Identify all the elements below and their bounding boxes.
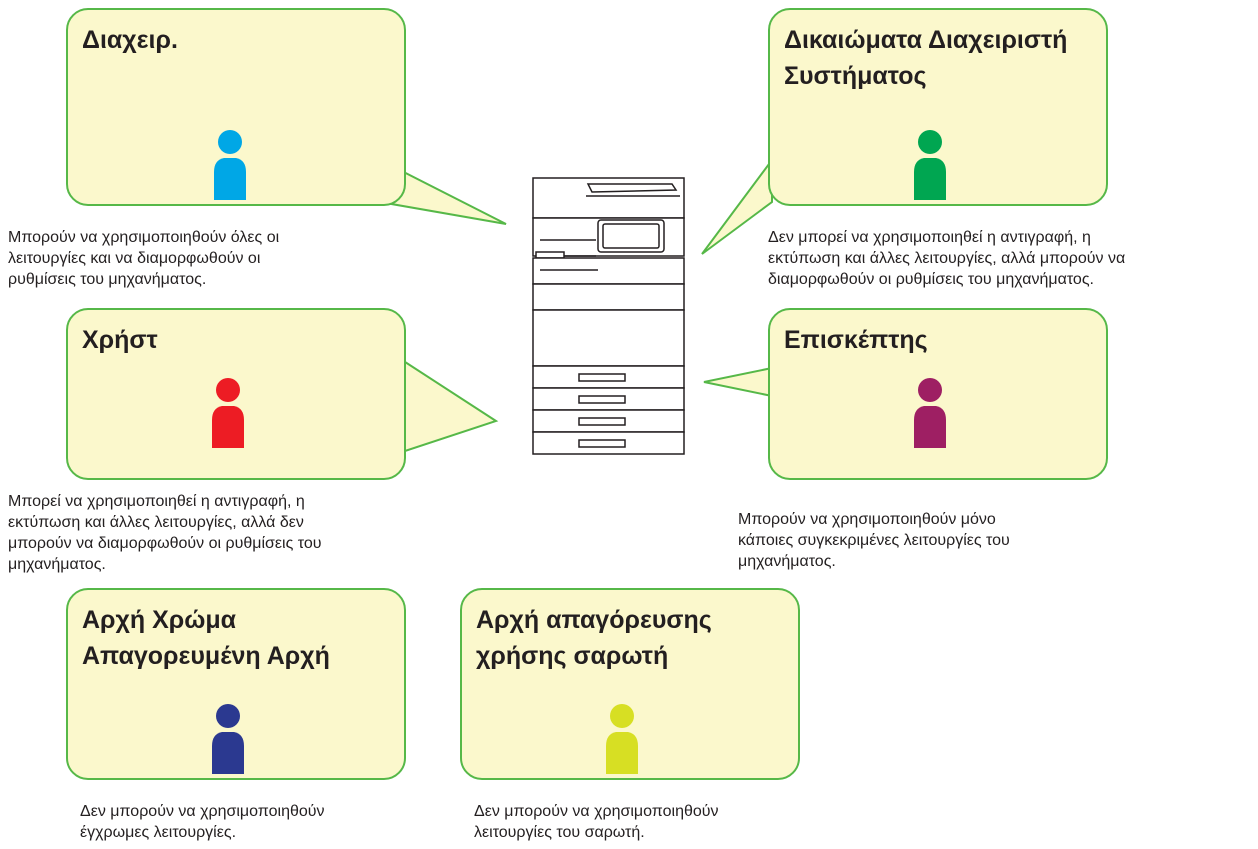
admin-role-description: Μπορούν να χρησιμοποιηθούν όλες οι λειτο…	[8, 229, 280, 288]
system-admin-callout-tail	[701, 156, 773, 255]
user-role-box: Χρήστ	[66, 308, 406, 480]
system-admin-role-description: Δεν μπορεί να χρησιμοποιηθεί η αντιγραφή…	[768, 229, 1126, 288]
scan-prohibited-person-icon	[606, 704, 638, 774]
color-prohibited-role-title: Αρχή Χρώμα Απαγορευμένη Αρχή	[82, 606, 330, 670]
scan-prohibited-role-box: Αρχή απαγόρευσης χρήσης σαρωτή	[460, 588, 800, 780]
system-admin-role-title: Δικαιώματα Διαχειριστή Συστήματος	[784, 26, 1068, 90]
scan-prohibited-role-title: Αρχή απαγόρευσης χρήσης σαρωτή	[476, 606, 712, 670]
user-role-title: Χρήστ	[82, 326, 158, 354]
system-admin-person-icon	[914, 130, 946, 200]
guest-person-icon	[914, 378, 946, 448]
user-callout-tail	[401, 358, 499, 454]
color-prohibited-role-description: Δεν μπορούν να χρησιμοποιηθούν έγχρωμες …	[80, 803, 325, 841]
admin-person-icon	[214, 130, 246, 200]
user-person-icon	[212, 378, 244, 448]
system-admin-role-box: Δικαιώματα Διαχειριστή Συστήματος	[768, 8, 1108, 206]
guest-callout-tail	[703, 366, 773, 398]
admin-role-title: Διαχειρ.	[82, 26, 178, 54]
admin-role-box: Διαχειρ.	[66, 8, 406, 206]
printer-icon	[532, 177, 685, 455]
scan-prohibited-role-description: Δεν μπορούν να χρησιμοποιηθούν λειτουργί…	[474, 803, 719, 841]
color-prohibited-person-icon	[212, 704, 244, 774]
guest-role-description: Μπορούν να χρησιμοποιηθούν μόνο κάποιες …	[738, 511, 1010, 570]
guest-role-box: Επισκέπτης	[768, 308, 1108, 480]
user-role-description: Μπορεί να χρησιμοποιηθεί η αντιγραφή, η …	[8, 493, 322, 573]
guest-role-title: Επισκέπτης	[784, 326, 928, 354]
color-prohibited-role-box: Αρχή Χρώμα Απαγορευμένη Αρχή	[66, 588, 406, 780]
